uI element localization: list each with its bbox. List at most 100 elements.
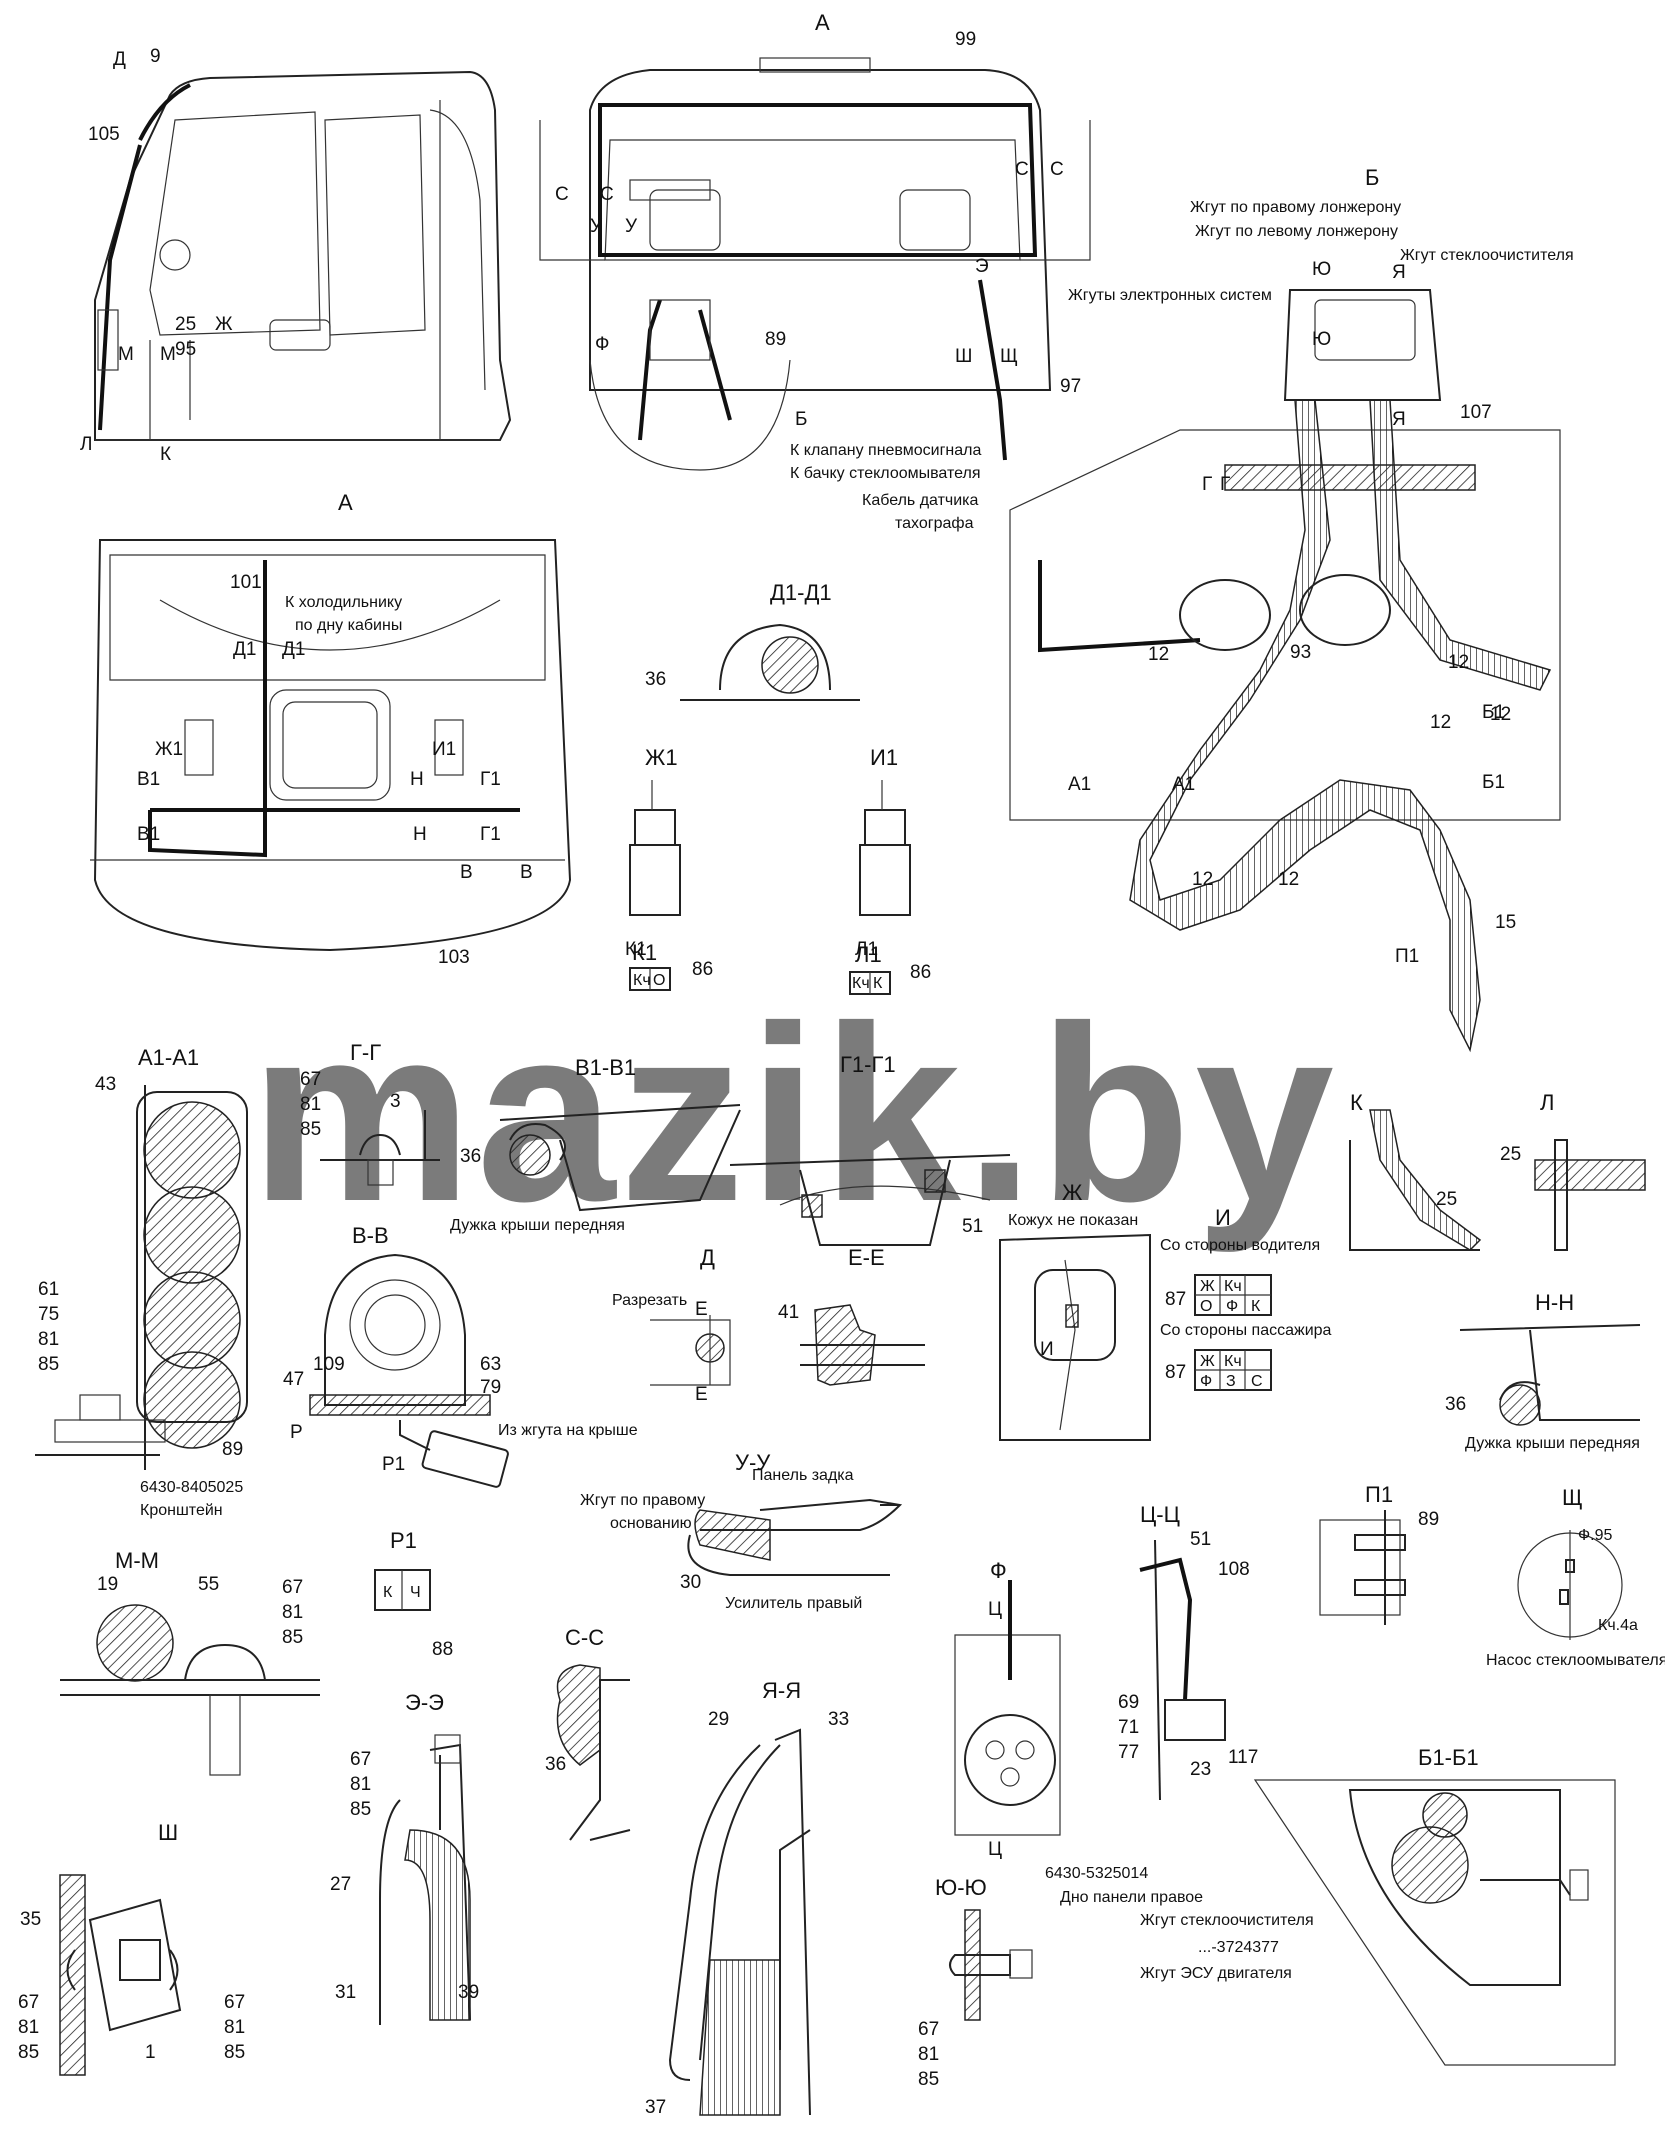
section-ee2-label: 39 — [458, 1982, 479, 2003]
view-b-label: 107 — [1460, 402, 1492, 423]
section-yaya-label: 37 — [645, 2097, 666, 2118]
section-g1-title: Г1-Г1 — [840, 1052, 896, 1077]
section-yaya-label: 29 — [708, 1709, 729, 1730]
section-i: И Со стороны водителя Ж Кч О Ф К 87 Со с… — [1160, 1205, 1332, 1391]
connector-p1-label: 88 — [432, 1639, 453, 1660]
section-i-note: Со стороны пассажира — [1160, 1322, 1332, 1339]
section-f-note: 6430-5325014 — [1045, 1865, 1148, 1882]
section-i-label: 87 — [1165, 1362, 1186, 1383]
section-i1: И1 Л1 — [855, 745, 911, 960]
section-i-driver-cell: Кч — [1224, 1278, 1242, 1295]
section-i-label: 87 — [1165, 1289, 1186, 1310]
section-ee2: Э-Э 67 81 85 27 31 39 — [330, 1690, 479, 2025]
cab-rear-label: С — [1050, 159, 1064, 180]
view-a-label: Н — [413, 824, 427, 845]
section-k-label: 25 — [1436, 1189, 1457, 1210]
cab-rear-note: К бачку стеклоомывателя — [790, 465, 981, 482]
section-ee2-label: 81 — [350, 1774, 371, 1795]
section-uu-note: основанию — [610, 1515, 692, 1532]
section-zh-note: Кожух не показан — [1008, 1212, 1138, 1229]
section-b1-note: Жгут ЭСУ двигателя — [1140, 1965, 1292, 1982]
section-vv-note: Из жгута на крыше — [498, 1422, 638, 1439]
section-cc: С-С 36 — [545, 1625, 631, 1841]
section-i1-label: Л1 — [855, 939, 878, 960]
section-shch-label: Ф.95 — [1578, 1527, 1613, 1544]
connector-p1-cell: К — [383, 1584, 393, 1601]
section-zh1: Ж1 К1 — [625, 745, 681, 960]
section-i-driver-cell: К — [1251, 1298, 1261, 1315]
cab-side-label: Ж — [215, 314, 233, 335]
cab-rear-label: У — [625, 216, 638, 237]
section-pp1-label: 89 — [1418, 1509, 1439, 1530]
view-b-note: Жгуты электронных систем — [1068, 287, 1272, 304]
section-sh-label: 85 — [224, 2042, 245, 2063]
connector-p1: К Ч Р1 88 — [374, 1528, 453, 1660]
section-uu-title: У-У — [735, 1450, 771, 1475]
view-b-label: П1 — [1395, 946, 1419, 967]
section-f-label: Ц — [988, 1599, 1002, 1620]
section-i-note: Со стороны водителя — [1160, 1237, 1320, 1254]
section-d1: Д1-Д1 36 — [645, 580, 860, 701]
section-i-pass-cell: Ф — [1200, 1373, 1212, 1390]
cab-rear-label: 97 — [1060, 376, 1081, 397]
view-b-label: Я — [1392, 409, 1406, 430]
section-zh-title: Ж — [1062, 1180, 1083, 1205]
view-a-label: Ж1 — [155, 739, 183, 760]
connector-k1-label: 86 — [692, 959, 713, 980]
section-i-driver-cell: О — [1200, 1298, 1212, 1315]
section-b1-note: ...-3724377 — [1198, 1939, 1279, 1956]
view-b-label: А1 — [1172, 774, 1195, 795]
view-b-label: Я — [1392, 262, 1406, 283]
cab-side-label: 9 — [150, 46, 161, 67]
section-uu-label: 30 — [680, 1572, 701, 1593]
section-l: Л 25 — [1500, 1090, 1646, 1251]
section-yuyu-title: Ю-Ю — [935, 1875, 987, 1900]
section-b1-title: Б1-Б1 — [1418, 1745, 1479, 1770]
section-sh-label: 35 — [20, 1909, 41, 1930]
cab-rear-note: Кабель датчика — [862, 492, 979, 509]
view-b-note: Жгут по левому лонжерону — [1195, 223, 1398, 240]
section-a1-note: Кронштейн — [140, 1502, 223, 1519]
section-d-label: Е — [695, 1384, 708, 1405]
section-b1-note: Жгут стеклоочистителя — [1140, 1912, 1314, 1929]
section-f-label: Ц — [988, 1839, 1002, 1860]
section-mm-title: М-М — [115, 1548, 159, 1573]
section-nn-label: 36 — [1445, 1394, 1466, 1415]
cab-rear-note: тахографа — [895, 515, 974, 532]
section-yuyu-label: 67 — [918, 2019, 939, 2040]
connector-k1-title: К1 — [632, 940, 657, 965]
section-i-pass-cell: Кч — [1224, 1353, 1242, 1370]
section-shch-note: Насос стеклоомывателя — [1486, 1652, 1665, 1669]
view-b-label: Г — [1220, 474, 1230, 495]
section-g1-label: 51 — [962, 1216, 983, 1237]
cab-rear-label: 99 — [955, 29, 976, 50]
section-f-title: Ф — [990, 1558, 1007, 1583]
section-tsts-title: Ц-Ц — [1140, 1502, 1180, 1527]
view-b-label: 15 — [1495, 912, 1516, 933]
section-cc-title: С-С — [565, 1625, 604, 1650]
cab-side-label: 25 — [175, 314, 196, 335]
section-a1-label: 61 — [38, 1279, 59, 1300]
section-i-pass-cell: Ж — [1200, 1353, 1215, 1370]
section-yuyu: Ю-Ю 67 81 85 — [918, 1875, 1033, 2090]
view-b-chassis: Б Жгут по правому лонжерону Жгут по лево… — [1009, 165, 1574, 1053]
section-sh-label: 67 — [224, 1992, 245, 2013]
section-d: Д Разрезать Е Е — [612, 1245, 731, 1405]
cab-side-label: Л — [80, 434, 92, 455]
cab-rear-label: Э — [975, 256, 989, 277]
section-v1: В1-В1 36 Дужка крыши передняя — [450, 1055, 741, 1234]
section-zh: Ж Кожух не показан И — [999, 1180, 1151, 1441]
section-gg: Г-Г 67 81 85 3 — [300, 1040, 440, 1186]
section-tsts: Ц-Ц 51 108 69 71 77 23 117 — [1118, 1502, 1258, 1801]
section-uu-note: Усилитель правый — [725, 1595, 862, 1612]
section-k: К 25 — [1349, 1090, 1482, 1251]
cab-rear-label: Щ — [1000, 346, 1018, 367]
section-yuyu-label: 85 — [918, 2069, 939, 2090]
section-vv-label: Р1 — [382, 1454, 405, 1475]
section-mm-label: 19 — [97, 1574, 118, 1595]
view-a-label: 103 — [438, 947, 470, 968]
section-mm-label: 67 — [282, 1577, 303, 1598]
section-uu-note: Жгут по правому — [580, 1492, 705, 1509]
section-l-label: 25 — [1500, 1144, 1521, 1165]
